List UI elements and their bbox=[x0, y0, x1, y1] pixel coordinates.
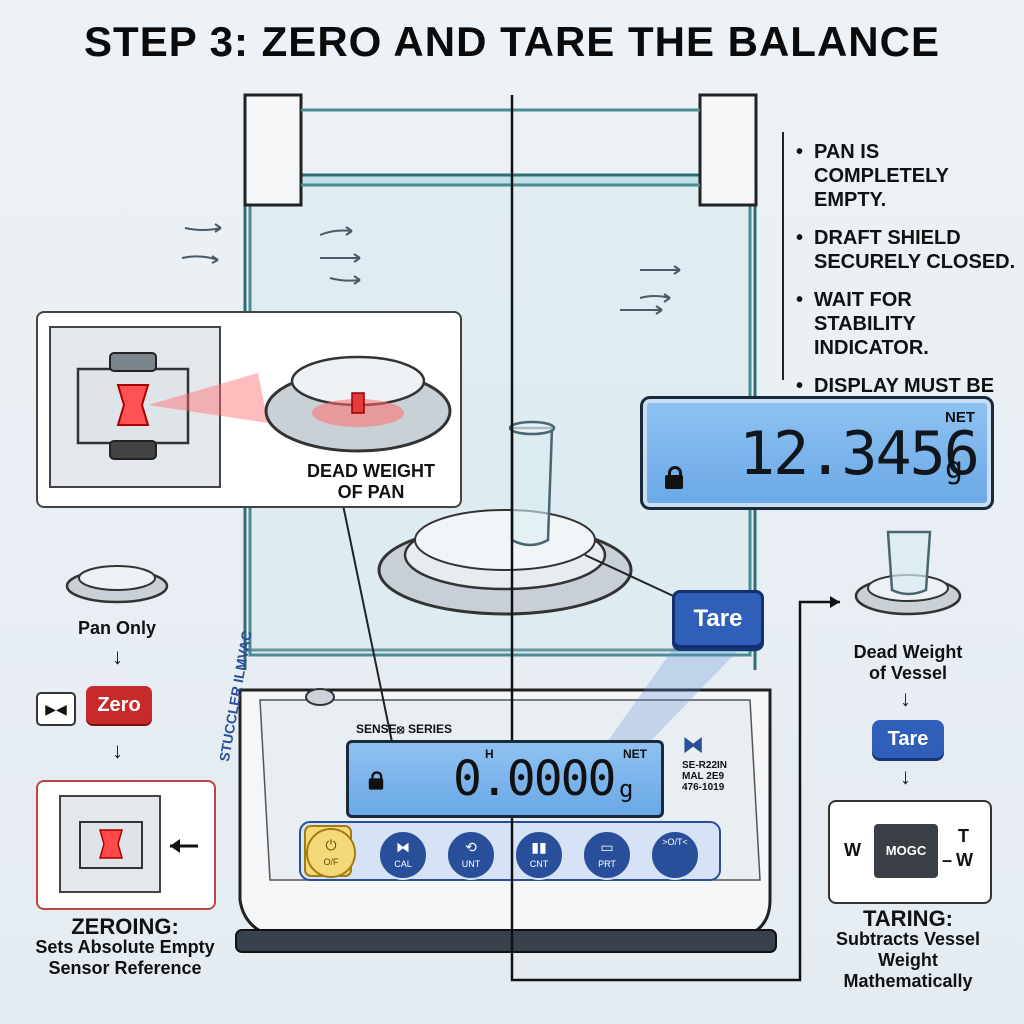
tare-button[interactable]: Tare bbox=[872, 720, 944, 758]
chip-right-top: T bbox=[958, 826, 969, 846]
divider-line bbox=[510, 95, 840, 982]
taring-caption: TARING: Subtracts Vessel Weight Mathemat… bbox=[835, 906, 981, 992]
pan-callout: DEAD WEIGHT OF PAN bbox=[36, 311, 462, 508]
zeroing-sensor-box bbox=[36, 780, 216, 910]
unit-button[interactable]: ⟲UNT bbox=[446, 830, 496, 880]
scale-display-value: 0.0000 bbox=[453, 751, 616, 807]
cal-button[interactable]: ⧓CAL bbox=[378, 830, 428, 880]
lock-icon bbox=[368, 771, 384, 790]
chip-right-bottom: W bbox=[956, 850, 973, 870]
scale-display-unit: g bbox=[619, 775, 634, 803]
arrow-down-icon: ↓ bbox=[112, 738, 123, 763]
display-unit: g bbox=[945, 451, 964, 486]
vessel-label: Dead Weight of Vessel bbox=[853, 642, 963, 683]
callout-label: DEAD WEIGHT OF PAN bbox=[307, 461, 435, 502]
count-button[interactable]: ▮▮CNT bbox=[514, 830, 564, 880]
arrow-down-icon: ↓ bbox=[112, 644, 123, 669]
checklist-item: WAIT FOR STABILITY INDICATOR. bbox=[796, 288, 1016, 360]
net-label: NET bbox=[945, 409, 975, 426]
scale-body bbox=[235, 688, 777, 953]
page-title: STEP 3: ZERO AND TARE THE BALANCE bbox=[84, 18, 940, 65]
pan-only-icon bbox=[65, 565, 169, 604]
checklist: PAN IS COMPLETELY EMPTY. DRAFT SHIELD SE… bbox=[782, 132, 1016, 421]
vessel-icon bbox=[854, 530, 962, 616]
beaker bbox=[508, 420, 556, 547]
model-info: SE-R22IN MAL 2E9 476-1019 bbox=[682, 760, 728, 793]
airflow-arrows bbox=[181, 223, 681, 315]
series-label: SENSE⦻ SERIES bbox=[356, 722, 452, 736]
chip-left-label: W bbox=[844, 840, 861, 860]
print-button[interactable]: ▭PRT bbox=[582, 830, 632, 880]
h-indicator: H bbox=[485, 747, 494, 761]
net-indicator: NET bbox=[623, 747, 647, 761]
checklist-item: DRAFT SHIELD SECURELY CLOSED. bbox=[796, 226, 1016, 274]
sensor-icon bbox=[59, 795, 198, 893]
sensor-illustration bbox=[49, 326, 452, 488]
pan-only-label: Pan Only bbox=[77, 618, 157, 638]
scale-display: H NET 0.0000 g bbox=[346, 740, 664, 818]
calibrate-icon: ▶◀ bbox=[36, 692, 76, 726]
zero-tare-button[interactable]: >O/T< bbox=[650, 830, 700, 880]
arrow-down-icon: ↓ bbox=[900, 764, 911, 789]
power-button[interactable]: ⏻O/F bbox=[306, 828, 356, 878]
chip-right-minus: – bbox=[942, 850, 953, 870]
tare-button-center[interactable]: Tare bbox=[672, 590, 764, 648]
chip-icon: MOGC bbox=[874, 824, 938, 878]
weighing-pan bbox=[377, 509, 633, 616]
lock-icon bbox=[665, 466, 683, 489]
display-value: 12.3456 bbox=[739, 419, 980, 489]
checklist-item: PAN IS COMPLETELY EMPTY. bbox=[796, 140, 1016, 212]
zero-button[interactable]: Zero bbox=[86, 686, 152, 724]
large-display: NET 12.3456 g bbox=[640, 396, 994, 510]
processor-box: W MOGC T – W bbox=[828, 800, 992, 904]
arrow-down-icon: ↓ bbox=[900, 686, 911, 711]
brand-logo-icon: ⧓ bbox=[682, 732, 704, 757]
zeroing-caption: ZEROING: Sets Absolute Empty Sensor Refe… bbox=[35, 914, 215, 979]
